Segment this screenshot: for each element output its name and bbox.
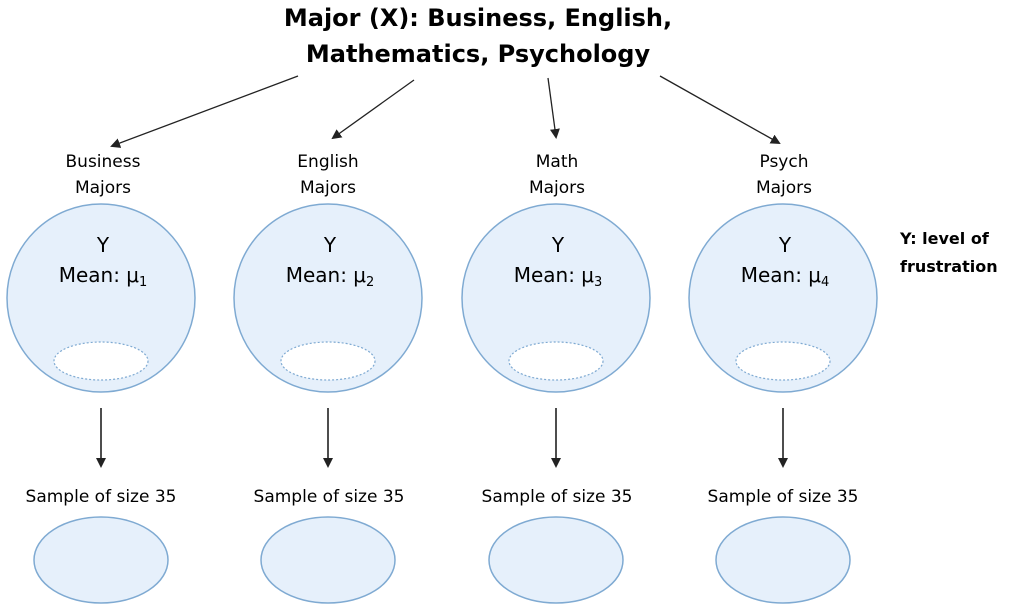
- group-label-line-2: Majors: [529, 178, 585, 198]
- group-label-line-1: Psych: [760, 152, 809, 172]
- sample-ellipse: [260, 516, 396, 604]
- sample-ellipse: [715, 516, 851, 604]
- population-variable: Y: [551, 233, 565, 257]
- population-mean: Mean: μ1: [59, 263, 148, 290]
- population-variable: Y: [323, 233, 337, 257]
- group-label-line-2: Majors: [75, 178, 131, 198]
- sample-label: Sample of size 35: [254, 487, 405, 507]
- population-circle: [6, 203, 196, 393]
- group-label-line-2: Majors: [756, 178, 812, 198]
- group-label-line-2: Majors: [300, 178, 356, 198]
- sample-ellipse: [488, 516, 624, 604]
- group-label-line-1: Math: [536, 152, 579, 172]
- y-note-line-2: frustration: [900, 257, 998, 276]
- sample-label: Sample of size 35: [482, 487, 633, 507]
- group-math: Math Majors Y Mean: μ3 Sample of size 35: [461, 152, 651, 604]
- sample-label: Sample of size 35: [708, 487, 859, 507]
- group-english: English Majors Y Mean: μ2 Sample of size…: [233, 152, 423, 604]
- sample-region-ellipse: [735, 341, 831, 381]
- population-circle: [233, 203, 423, 393]
- group-label-line-1: English: [297, 152, 358, 172]
- population-circle: [461, 203, 651, 393]
- population-mean: Mean: μ3: [514, 263, 603, 290]
- arrow-title-to-psych: [659, 75, 781, 144]
- sample-label: Sample of size 35: [26, 487, 177, 507]
- population-variable: Y: [96, 233, 110, 257]
- group-business: Business Majors Y Mean: μ1 Sample of siz…: [6, 152, 196, 604]
- population-variable: Y: [778, 233, 792, 257]
- arrow-title-to-math: [547, 77, 560, 139]
- arrow-title-to-english: [331, 79, 415, 140]
- title-line-1: Major (X): Business, English,: [284, 4, 672, 32]
- title-line-2: Mathematics, Psychology: [306, 40, 651, 68]
- sample-region-ellipse: [53, 341, 149, 381]
- sample-region-ellipse: [508, 341, 604, 381]
- population-mean: Mean: μ4: [741, 263, 830, 290]
- population-mean: Mean: μ2: [286, 263, 375, 290]
- sample-region-ellipse: [280, 341, 376, 381]
- group-psych: Psych Majors Y Mean: μ4 Sample of size 3…: [688, 152, 878, 604]
- y-note-line-1: Y: level of: [899, 229, 990, 248]
- population-circle: [688, 203, 878, 393]
- sample-ellipse: [33, 516, 169, 604]
- arrow-title-to-business: [110, 75, 299, 148]
- group-label-line-1: Business: [66, 152, 141, 172]
